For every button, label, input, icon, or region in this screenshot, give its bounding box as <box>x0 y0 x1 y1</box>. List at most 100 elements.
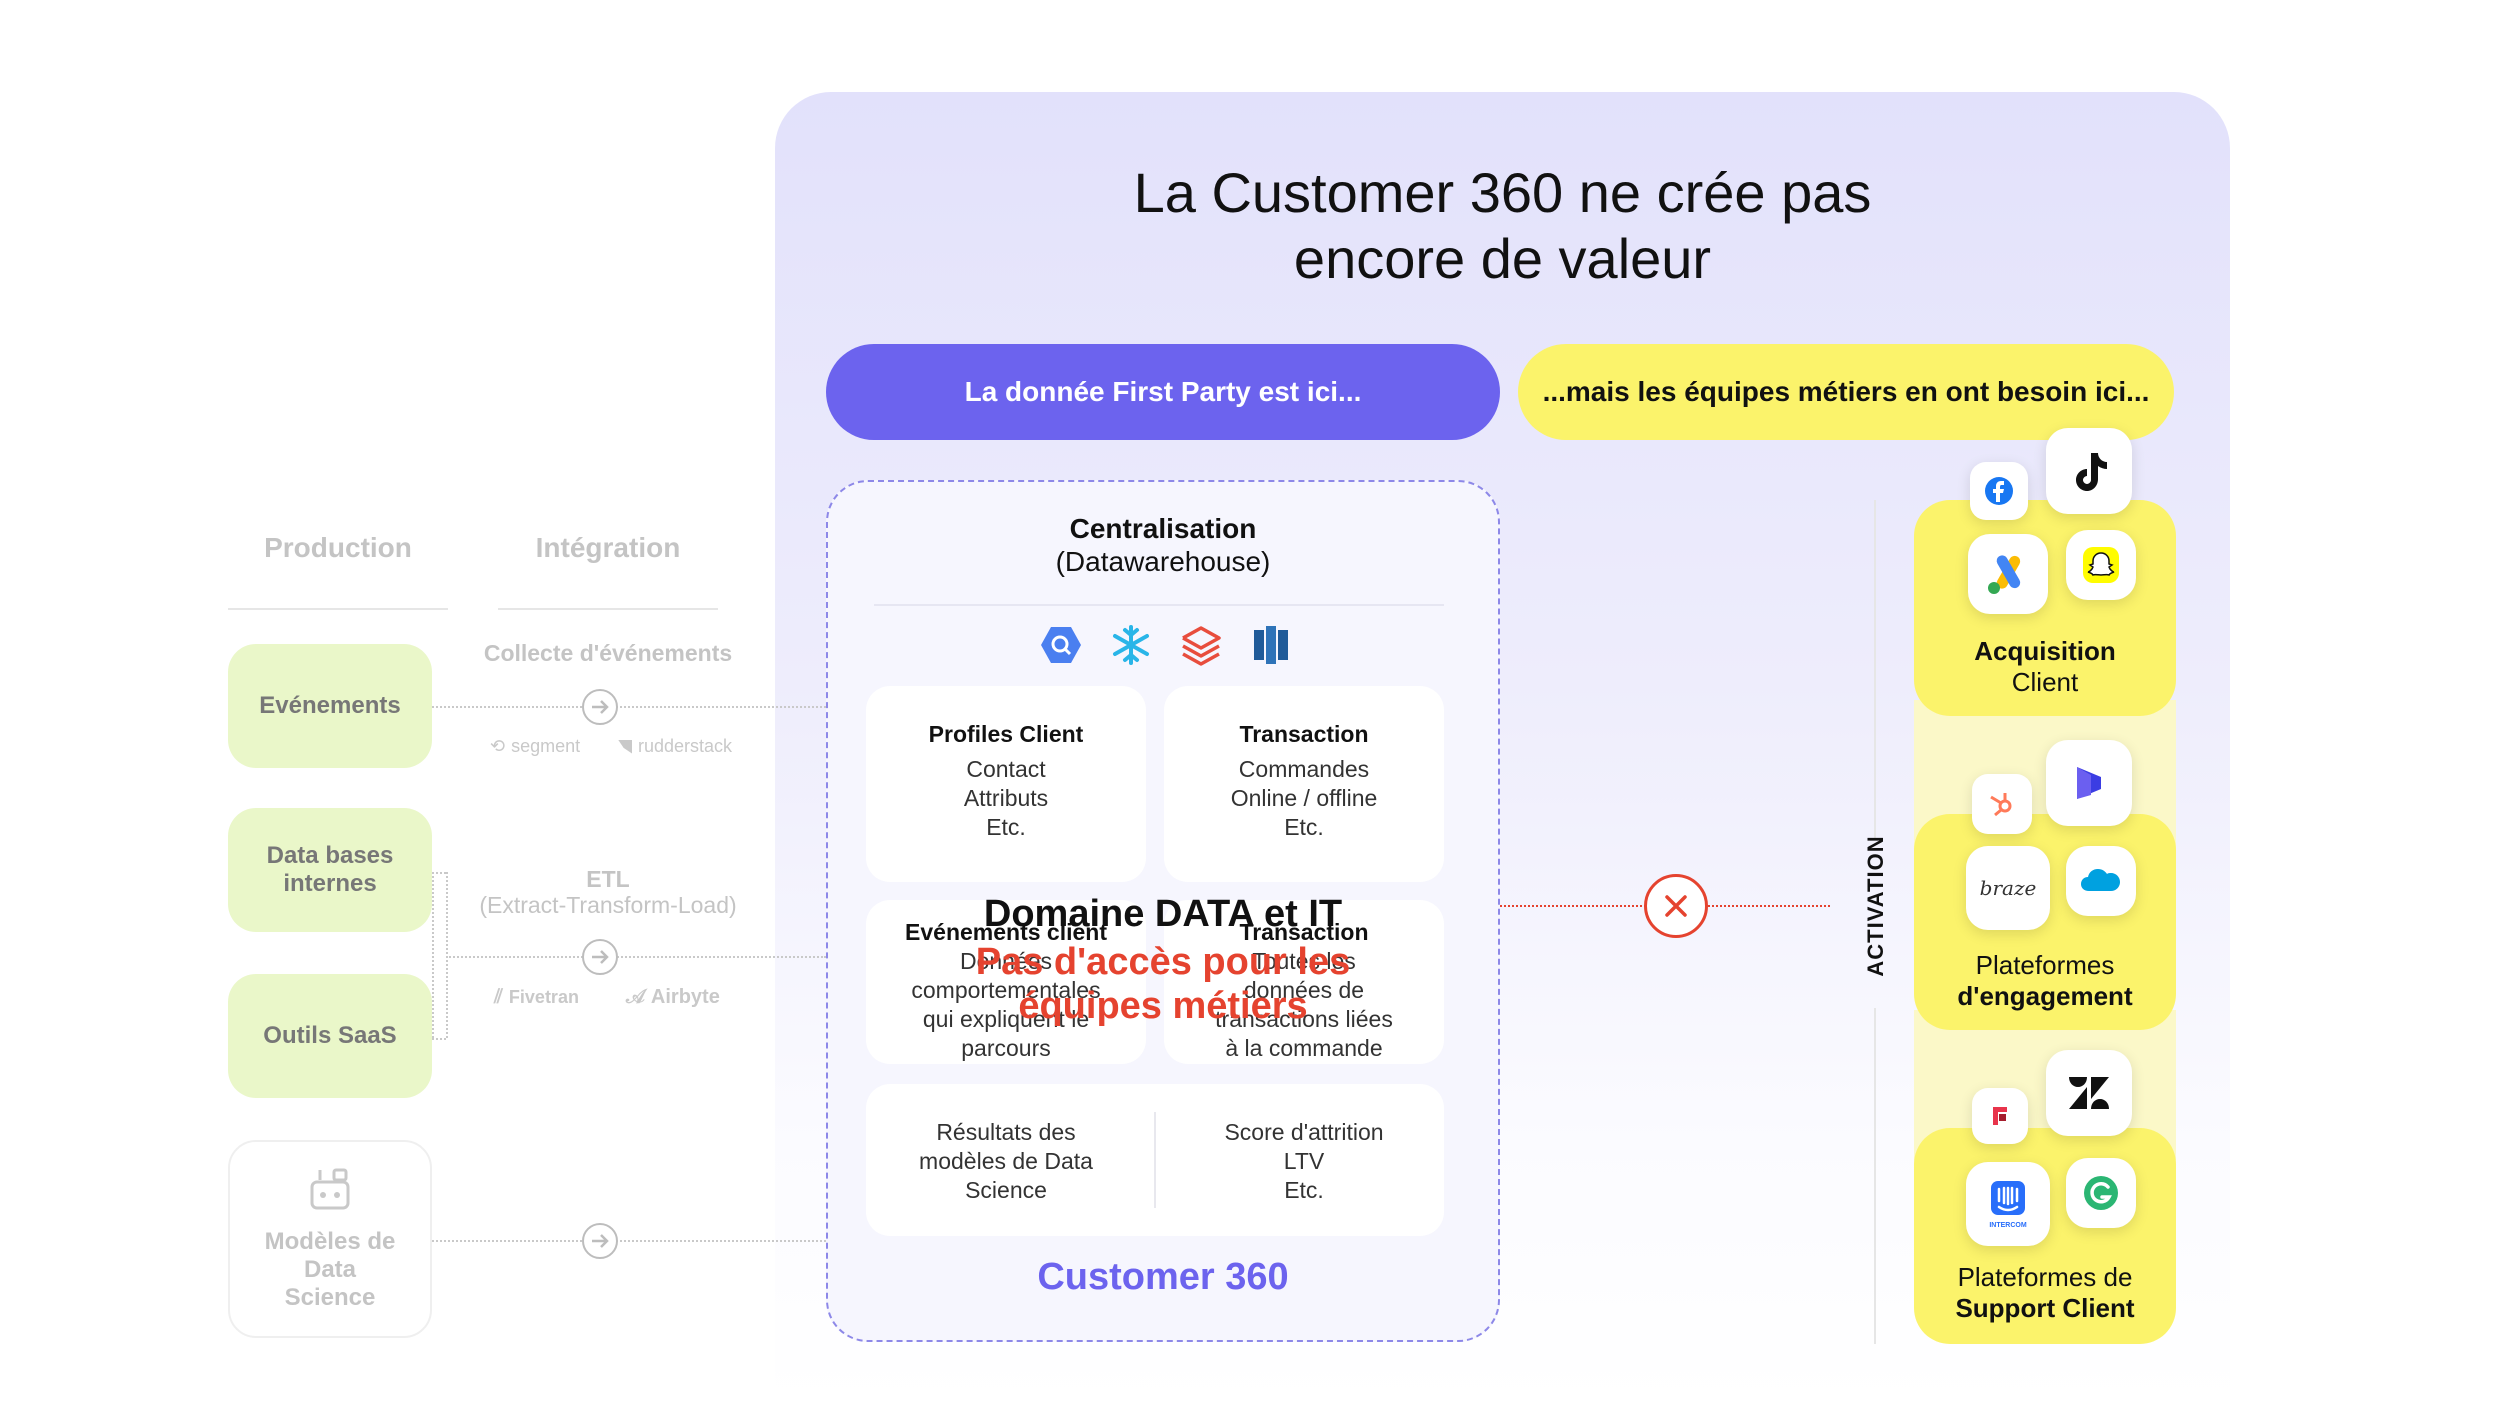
etl-label: ETL <box>586 866 630 892</box>
card-profiles-title: Profiles Client <box>928 721 1084 747</box>
source-ds-line-3: Science <box>284 1284 376 1311</box>
arrow-circle-etl-icon <box>582 939 618 975</box>
target-engagement-text: Plateformes d'engagement <box>1914 950 2176 1012</box>
zendesk-icon <box>2046 1050 2132 1136</box>
card-profiles-line-3: Etc. <box>986 814 1026 840</box>
etl-full-label: (Extract-Transform-Load) <box>479 892 737 918</box>
card-transaction2-title: Transaction <box>1239 919 1369 945</box>
card-ds-divider <box>1154 1112 1156 1208</box>
integration-header: Intégration <box>535 532 681 563</box>
segment-logo-text: segment <box>511 736 581 756</box>
collect-events-label: Collecte d'événements <box>483 640 733 666</box>
databricks-icon <box>1180 624 1222 666</box>
braze-icon: braze <box>1966 846 2050 930</box>
page-title: La Customer 360 ne crée pas encore de va… <box>775 160 2230 292</box>
activation-line-top <box>1874 500 1876 840</box>
no-access-label: Pas d'accès pour les équipes métiers <box>826 940 1500 1028</box>
card-transaction2-line-2: données de <box>1243 977 1365 1003</box>
blocked-x-icon <box>1644 874 1708 938</box>
source-saas: Outils SaaS <box>228 974 432 1098</box>
target-acq-line-2: Client <box>2011 667 2079 697</box>
card-scores-line-1: Score d'attrition <box>1224 1119 1384 1145</box>
centralisation-header: Centralisation (Datawarehouse) <box>826 512 1500 578</box>
card-events-line-2: comportementales <box>911 977 1101 1003</box>
dynamics-icon <box>2046 740 2132 826</box>
card-transaction-details: Transaction Toutes les données de transa… <box>1164 900 1444 1064</box>
gorgias-icon <box>2066 1158 2136 1228</box>
centralisation-subtitle: (Datawarehouse) <box>1055 546 1271 577</box>
robot-icon <box>310 1168 350 1210</box>
braze-wordmark: braze <box>1979 876 2037 900</box>
arrow-circle-events-icon <box>582 689 618 725</box>
target-acquisition-text: Acquisition Client <box>1914 636 2176 698</box>
tiktok-icon <box>2046 428 2132 514</box>
source-databases-line-2: internes <box>283 870 377 897</box>
source-events-label: Evénements <box>259 692 401 719</box>
no-access-line-1: Pas d'accès pour les <box>975 941 1351 983</box>
connector-db-stub <box>432 872 446 874</box>
card-profiles-line-1: Contact <box>966 756 1046 782</box>
card-data-science: Résultats des modèles de Data Science Sc… <box>866 1084 1444 1236</box>
source-events: Evénements <box>228 644 432 768</box>
centralisation-divider <box>874 604 1444 606</box>
target-sup-line-2: Support Client <box>1955 1293 2135 1323</box>
card-scores: Score d'attrition LTV Etc. <box>1164 1118 1444 1205</box>
domain-data-it-label: Domaine DATA et IT <box>983 893 1343 935</box>
card-scores-line-3: Etc. <box>1284 1177 1324 1203</box>
card-transaction2-line-1: Toutes les <box>1252 948 1356 974</box>
title-line-1: La Customer 360 ne crée pas <box>1133 161 1872 224</box>
connector-etl-vertical <box>446 872 448 1038</box>
connector-saas-stub <box>432 1038 446 1040</box>
target-engagement: Plateformes d'engagement <box>1914 814 2176 1030</box>
card-ds-results-line-3: Science <box>965 1177 1047 1203</box>
customer-360-label: Customer 360 <box>1037 1256 1289 1298</box>
target-sup-line-1: Plateformes de <box>1957 1262 2133 1292</box>
no-access-line-2: équipes métiers <box>1018 985 1308 1027</box>
salesforce-icon <box>2066 846 2136 916</box>
google-ads-icon <box>1968 534 2048 614</box>
bigquery-icon <box>1040 624 1082 666</box>
rudderstack-logo-text: rudderstack <box>638 736 733 756</box>
source-databases: Data bases internes <box>228 808 432 932</box>
fivetran-logo: ⫽Fivetran <box>494 986 579 1008</box>
airbyte-logo-text: Airbyte <box>650 986 720 1008</box>
connector-data-science <box>432 1240 826 1242</box>
source-data-science: Modèles de Data Science <box>228 1140 432 1338</box>
connector-events <box>432 706 826 708</box>
rudderstack-logo: rudderstack <box>618 736 732 757</box>
card-transaction2-line-3: transactions liées <box>1215 1006 1393 1032</box>
target-eng-line-2: d'engagement <box>1957 981 2133 1011</box>
front-icon <box>1972 1088 2028 1144</box>
arrow-circle-ds-icon <box>582 1223 618 1259</box>
card-events-title: Evénements client <box>905 919 1107 945</box>
connector-etl <box>446 956 826 958</box>
source-databases-line-1: Data bases <box>266 842 394 869</box>
card-transaction: Transaction Commandes Online / offline E… <box>1164 686 1444 882</box>
card-profiles-line-2: Attributs <box>963 785 1049 811</box>
card-events-line-1: Données <box>959 948 1053 974</box>
card-events-line-4: parcours <box>961 1035 1051 1061</box>
card-scores-line-2: LTV <box>1283 1148 1325 1174</box>
integration-divider <box>498 608 718 610</box>
source-ds-line-2: Data <box>303 1256 357 1283</box>
target-support-text: Plateformes de Support Client <box>1914 1262 2176 1324</box>
snowflake-icon <box>1110 624 1152 666</box>
fivetran-logo-text: Fivetran <box>508 987 579 1007</box>
card-ds-results-line-1: Résultats des <box>936 1119 1076 1145</box>
source-saas-label: Outils SaaS <box>263 1022 397 1049</box>
centralisation-title: Centralisation <box>1069 513 1257 544</box>
activation-label: ACTIVATION <box>1863 835 1888 977</box>
production-header: Production <box>264 532 412 563</box>
card-events-line-3: qui expliquent le <box>922 1006 1090 1032</box>
source-ds-line-1: Modèles de <box>264 1228 396 1255</box>
activation-line-bottom <box>1874 1008 1876 1344</box>
target-acq-line-1: Acquisition <box>1974 636 2116 666</box>
snapchat-icon <box>2066 530 2136 600</box>
card-events: Evénements client Données comportemental… <box>866 900 1146 1064</box>
card-profiles: Profiles Client Contact Attributs Etc. <box>866 686 1146 882</box>
segment-logo: ⟲segment <box>490 736 581 756</box>
business-teams-pill: ...mais les équipes métiers en ont besoi… <box>1518 344 2174 440</box>
target-acquisition: Acquisition Client <box>1914 500 2176 716</box>
card-transaction-title: Transaction <box>1239 721 1369 747</box>
redshift-icon <box>1250 624 1292 666</box>
